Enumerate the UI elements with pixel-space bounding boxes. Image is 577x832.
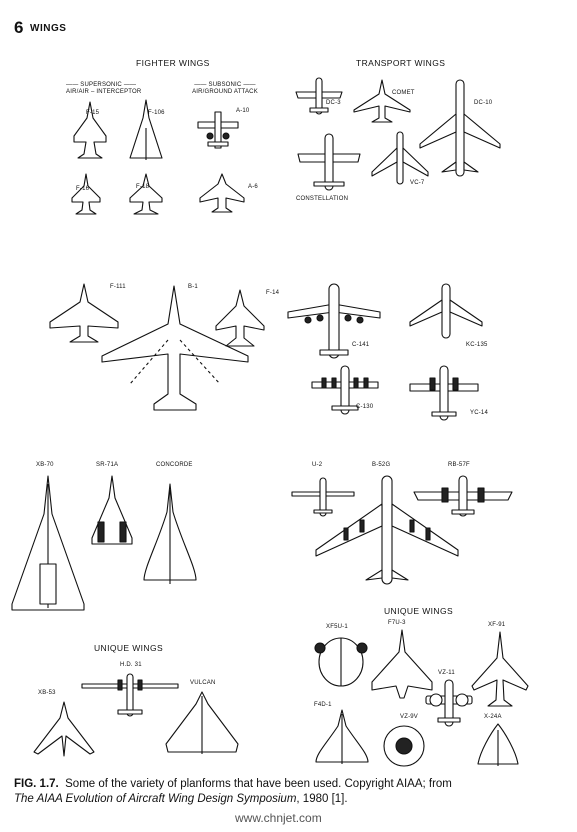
a-10-planform <box>197 111 239 149</box>
label-yc-14: YC-14 <box>470 410 489 416</box>
unique-wings-right-title: UNIQUE WINGS <box>384 606 454 616</box>
caption-source-title: The AIAA Evolution of Aircraft Wing Desi… <box>14 793 297 805</box>
xb-53-planform <box>33 701 95 757</box>
label-xb-53: XB-53 <box>38 690 56 696</box>
f-16-planform <box>71 173 101 215</box>
f-18-planform <box>129 173 163 215</box>
label-c-130: C-130 <box>356 404 374 410</box>
comet-planform <box>353 79 411 123</box>
f-15-planform <box>73 101 107 159</box>
figure-label: FIG. 1.7. <box>14 778 59 790</box>
label-vulcan: VULCAN <box>190 680 216 686</box>
label-dc-3: DC-3 <box>326 100 341 106</box>
label-hd-31: H.D. 31 <box>120 662 142 668</box>
c-141-planform <box>287 283 381 359</box>
hd-31-planform <box>81 673 179 717</box>
label-rb-57f: RB-57F <box>448 462 470 468</box>
label-x-24a: X-24A <box>484 714 502 720</box>
f-111-planform <box>49 283 119 343</box>
label-f7u-3: F7U-3 <box>388 620 406 626</box>
subsonic-label: —— SUBSONIC —— AIR/GROUND ATTACK <box>192 82 258 95</box>
page-number: 6 <box>14 18 24 37</box>
dc-10-planform <box>419 79 501 177</box>
c-130-planform <box>311 365 379 415</box>
f4d-1-planform <box>315 709 369 764</box>
label-b-1: B-1 <box>188 284 198 290</box>
supersonic-sublabel: AIR/AIR – INTERCEPTOR <box>66 89 142 95</box>
xf5u-1-planform <box>314 637 368 687</box>
label-u-2: U-2 <box>312 462 323 468</box>
f-106-planform <box>129 99 163 160</box>
dc-3-planform <box>295 77 343 115</box>
concorde-planform <box>143 483 197 584</box>
vz-11-planform <box>425 679 473 727</box>
b-1-planform <box>101 285 249 411</box>
vz-9v-planform <box>383 725 425 767</box>
label-f-16: F-16 <box>76 186 90 192</box>
label-vz-9v: VZ-9V <box>400 714 419 720</box>
label-f4d-1: F4D-1 <box>314 702 332 708</box>
label-constellation: CONSTELLATION <box>296 196 349 202</box>
label-b-52g: B-52G <box>372 462 391 468</box>
kc-135-planform <box>409 283 483 339</box>
vulcan-planform <box>165 691 239 754</box>
yc-14-planform <box>409 365 479 421</box>
f7u-3-planform <box>371 629 433 699</box>
label-concorde: CONCORDE <box>156 462 193 468</box>
unique-wings-left-title: UNIQUE WINGS <box>94 643 164 653</box>
x-24a-planform <box>477 723 519 766</box>
label-f-106: F-106 <box>148 110 165 116</box>
constellation-planform <box>297 133 361 191</box>
label-vc-7: VC-7 <box>410 180 425 186</box>
running-title: WINGS <box>30 23 67 34</box>
sr-71a-planform <box>91 475 133 545</box>
label-f-15: F-15 <box>86 110 100 116</box>
label-kc-135: KC-135 <box>466 342 488 348</box>
watermark: www.chnjet.com <box>235 811 322 825</box>
label-vz-11: VZ-11 <box>438 670 455 676</box>
label-dc-10: DC-10 <box>474 100 493 106</box>
xf-91-planform <box>471 631 529 707</box>
label-a-10: A-10 <box>236 108 250 114</box>
fighter-wings-title: FIGHTER WINGS <box>136 58 210 68</box>
label-xb-70: XB-70 <box>36 462 54 468</box>
u-2-planform <box>291 477 355 517</box>
rb-57f-planform <box>413 475 513 517</box>
label-f-111: F-111 <box>110 284 126 290</box>
label-comet: COMET <box>392 90 415 96</box>
subsonic-sublabel: AIR/GROUND ATTACK <box>192 89 258 95</box>
a-6-planform <box>199 173 245 213</box>
transport-wings-title: TRANSPORT WINGS <box>356 58 446 68</box>
label-c-141: C-141 <box>352 342 370 348</box>
caption-text: Some of the variety of planforms that ha… <box>65 778 452 790</box>
label-sr-71a: SR-71A <box>96 462 119 468</box>
f-14-planform <box>215 289 265 347</box>
label-xf-91: XF-91 <box>488 622 506 628</box>
label-f-18: F-18 <box>136 184 150 190</box>
label-a-6: A-6 <box>248 184 258 190</box>
caption-source-rest: , 1980 [1]. <box>296 793 348 805</box>
figure-caption: FIG. 1.7. Some of the variety of planfor… <box>14 777 564 807</box>
label-xf5u-1: XF5U-1 <box>326 624 348 630</box>
label-f-14: F-14 <box>266 290 280 296</box>
xb-70-planform <box>11 475 85 611</box>
b-52g-planform <box>315 475 459 585</box>
vc-7-planform <box>371 131 429 185</box>
supersonic-label: —— SUPERSONIC —— AIR/AIR – INTERCEPTOR <box>66 82 142 95</box>
